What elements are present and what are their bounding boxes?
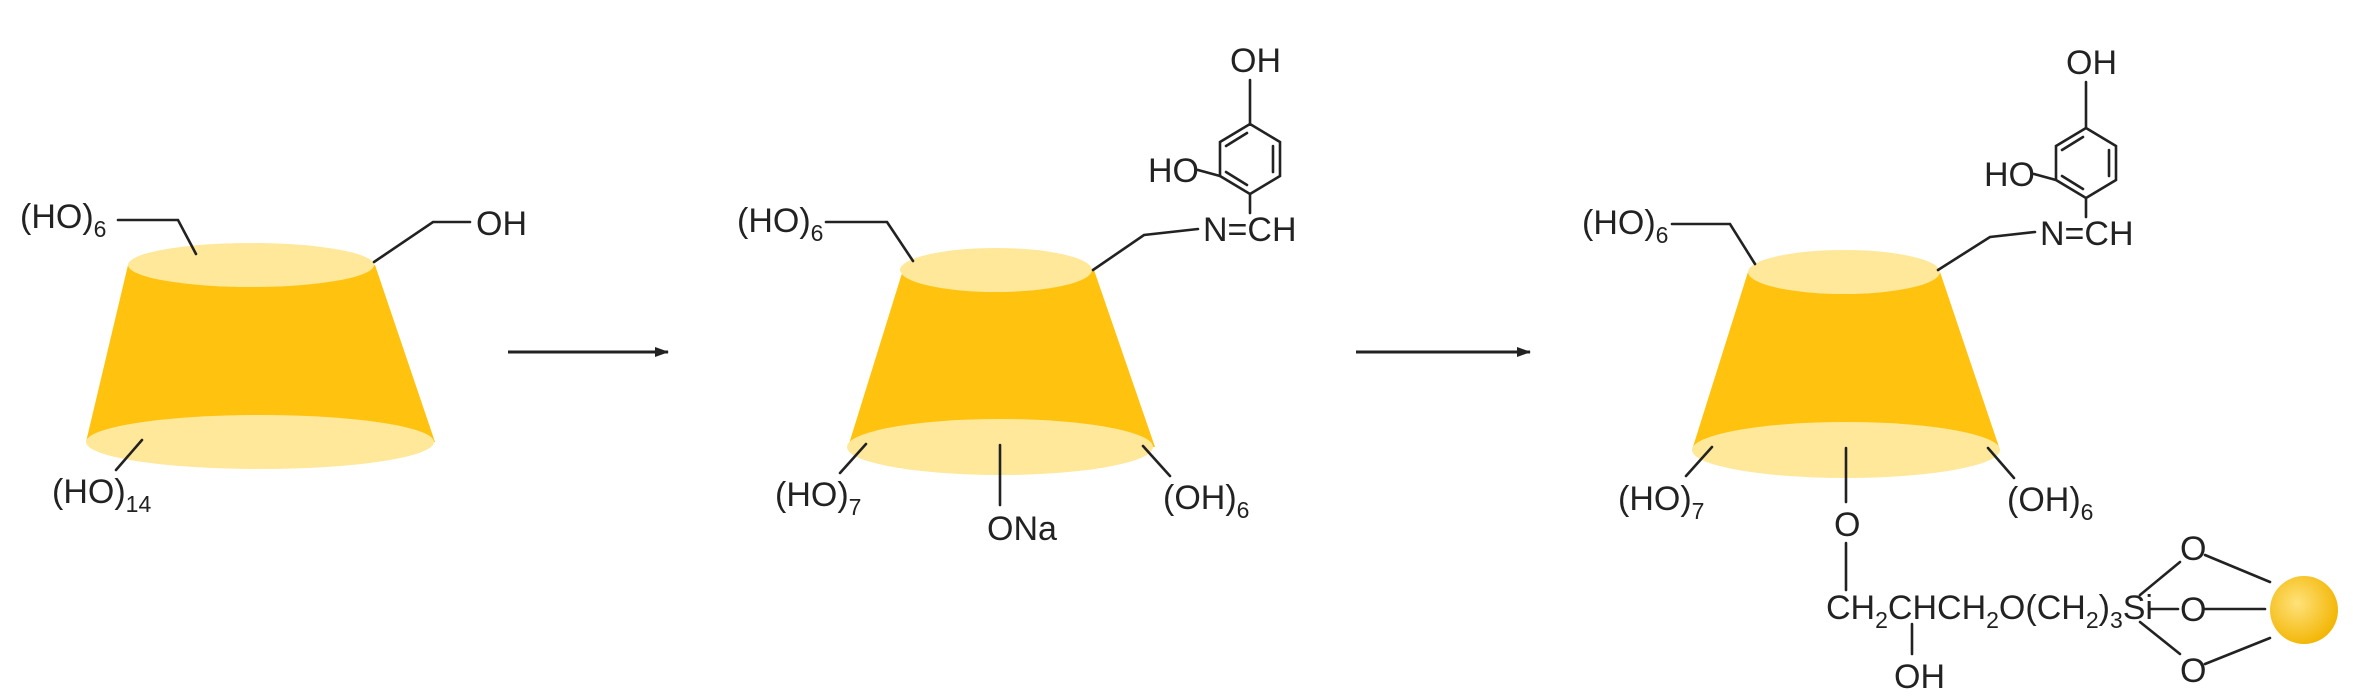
ring-double-bond-3 xyxy=(1224,170,1249,187)
label-bottom-right: (OH)6 xyxy=(2007,481,2093,525)
label-top-right: OH xyxy=(476,205,527,243)
ring-double-bond-2 xyxy=(1224,131,1249,148)
silica-bead xyxy=(2270,576,2338,644)
label-bottom-left: (HO)7 xyxy=(1618,480,1704,524)
label-bottom-left: (HO)14 xyxy=(52,473,151,517)
panel-1-cyclodextrin: (HO)6 OH (HO)14 xyxy=(20,198,527,517)
label-linker-chain: CH2CHCH2O(CH2)3Si xyxy=(1826,589,2153,633)
bond-top-left xyxy=(824,220,915,263)
bond-bottom-left xyxy=(1684,445,1714,478)
cone-bottom-face xyxy=(86,415,434,469)
bond-o1-to-bead xyxy=(2203,553,2272,584)
bond-top-right xyxy=(372,220,472,264)
label-aromatic-oh: OH xyxy=(2066,44,2117,82)
cone-top-face xyxy=(128,243,374,287)
bond-bottom-right xyxy=(1986,446,2016,480)
bond-top-right-linker xyxy=(1091,227,1200,272)
bond-si-to-o3 xyxy=(2138,620,2182,656)
bond-o3-to-bead xyxy=(2203,636,2272,666)
bond-si-to-o1 xyxy=(2138,560,2182,597)
label-top-left: (HO)6 xyxy=(737,202,823,246)
bond-top-left xyxy=(1670,222,1757,266)
label-top-left: (HO)6 xyxy=(20,198,106,242)
cone-top-face xyxy=(900,248,1092,292)
bond-top-left xyxy=(116,218,198,256)
panel-3-product: (HO)6 N=CH OH HO (HO)7 (OH)6 O CH2CHCH2O… xyxy=(1582,44,2338,696)
bond-bottom-left xyxy=(114,438,144,472)
label-bottom-right: (OH)6 xyxy=(1163,479,1249,523)
label-aromatic-ho: HO xyxy=(1984,156,2035,194)
cone-body xyxy=(1692,272,2000,450)
cone-body xyxy=(848,270,1155,447)
label-top-left: (HO)6 xyxy=(1582,204,1668,248)
ring-to-ho-bond xyxy=(2032,172,2058,182)
label-ether-o: O xyxy=(1834,506,1860,544)
label-ona: ONa xyxy=(987,510,1057,548)
label-si-o3: O xyxy=(2180,652,2206,690)
label-si-o2: O xyxy=(2180,591,2206,629)
label-imine: N=CH xyxy=(2040,215,2134,253)
ring-to-ho-bond xyxy=(1196,168,1222,178)
label-imine: N=CH xyxy=(1203,211,1297,249)
cone-top-face xyxy=(1748,250,1940,294)
label-chain-oh: OH xyxy=(1894,658,1945,696)
label-si-o1: O xyxy=(2180,530,2206,568)
cone-body xyxy=(86,265,435,442)
bond-top-right-linker xyxy=(1936,230,2037,272)
label-aromatic-ho: HO xyxy=(1148,152,1199,190)
ring-double-bond-3 xyxy=(2060,174,2085,191)
panel-2-intermediate: (HO)6 N=CH OH HO (HO)7 ONa (OH)6 xyxy=(737,42,1297,548)
bond-bottom-left xyxy=(838,442,868,475)
benzene-ring xyxy=(1218,122,1282,196)
bond-bottom-right xyxy=(1141,444,1172,478)
label-bottom-left: (HO)7 xyxy=(775,476,861,520)
label-aromatic-oh: OH xyxy=(1230,42,1281,80)
ring-double-bond-2 xyxy=(2060,135,2085,152)
benzene-ring xyxy=(2054,126,2118,200)
